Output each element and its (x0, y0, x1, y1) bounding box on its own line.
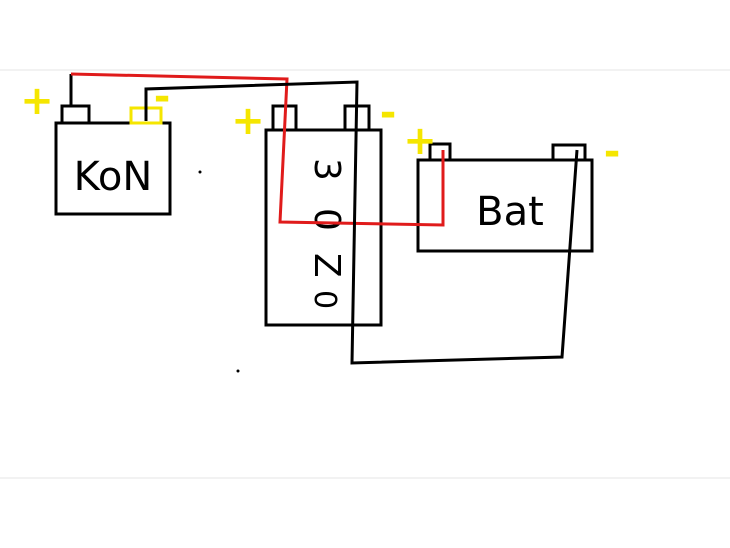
battery-minus-mark: - (604, 129, 621, 175)
battery-negative-terminal (551, 143, 587, 162)
positive-wire (70, 72, 445, 227)
kon-plus-mark: + (20, 78, 54, 124)
module-label-char: 3 (306, 158, 347, 181)
battery-label: Bat (476, 189, 544, 235)
negative-wire (144, 80, 579, 365)
kon-positive-terminal (60, 104, 91, 125)
battery-box (416, 158, 594, 253)
module-label-char: Z (306, 253, 347, 278)
battery-positive-terminal (428, 142, 452, 162)
stray-dot (198, 170, 202, 174)
stray-dot (236, 369, 240, 373)
battery-component: Bat (416, 142, 594, 253)
module-plus-mark: + (231, 98, 265, 144)
kon-label: KoN (74, 154, 153, 200)
kon-box (54, 121, 172, 216)
module-minus-mark: - (380, 90, 397, 136)
module-label-char: 0 (306, 208, 347, 231)
kon-component: KoN (54, 104, 172, 216)
kon-minus-mark: - (154, 74, 171, 120)
battery-plus-mark: + (403, 118, 437, 164)
module-label-char: 0 (307, 290, 342, 309)
module-box (264, 128, 383, 327)
module-component: 3 0 Z 0 (264, 104, 383, 327)
